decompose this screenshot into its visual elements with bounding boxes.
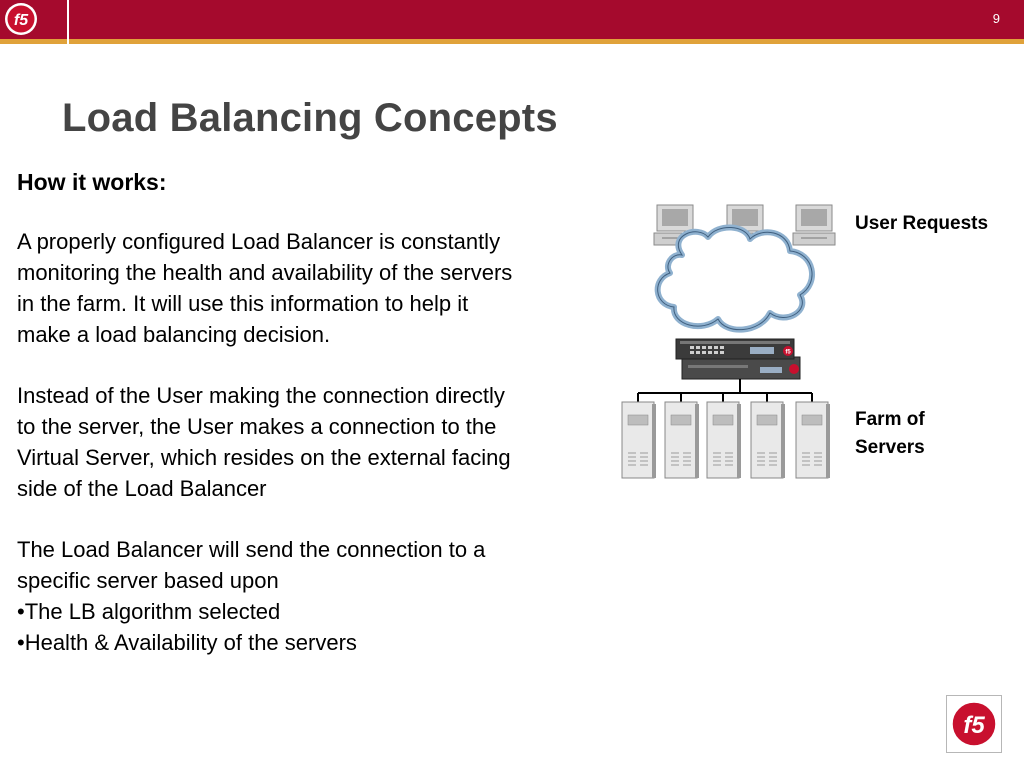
header-bar [0,0,1024,39]
farm-label-line-2: Servers [855,437,925,458]
cloud-icon [654,224,815,333]
f5-logo-icon: f5 [5,3,37,35]
server-icon [664,401,699,479]
farm-of-servers-label: Farm of Servers [855,406,925,462]
network-diagram: f5 [621,204,836,479]
paragraph-2: Instead of the User making the connectio… [17,383,511,501]
header-stripe [0,39,1024,44]
connection-lines [637,379,813,403]
header-logo-text: f5 [14,12,29,29]
page-number: 9 [992,11,1000,26]
server-icon [621,401,656,479]
footer-logo: f5 [946,695,1002,753]
device-logo-text: f5 [785,350,791,356]
page-title: Load Balancing Concepts [62,96,558,140]
computer-icon [792,204,836,246]
paragraph-3-block: The Load Balancer will send the connecti… [17,534,522,658]
load-balancer-icon: f5 [675,338,801,380]
server-icon [706,401,741,479]
bullet-item: •Health & Availability of the servers [17,630,357,655]
server-icon [750,401,785,479]
paragraph-3: The Load Balancer will send the connecti… [17,537,486,593]
section-heading: How it works: [17,169,167,195]
f5-logo-icon: f5 [951,701,997,747]
footer-logo-text: f5 [963,712,985,739]
server-icon [795,401,830,479]
farm-label-line-1: Farm of [855,409,925,430]
bullet-item: •The LB algorithm selected [17,599,281,624]
paragraph-1: A properly configured Load Balancer is c… [17,229,513,347]
user-requests-label: User Requests [855,213,989,234]
body-text: How it works: A properly configured Load… [17,167,522,658]
header-divider [67,0,69,46]
